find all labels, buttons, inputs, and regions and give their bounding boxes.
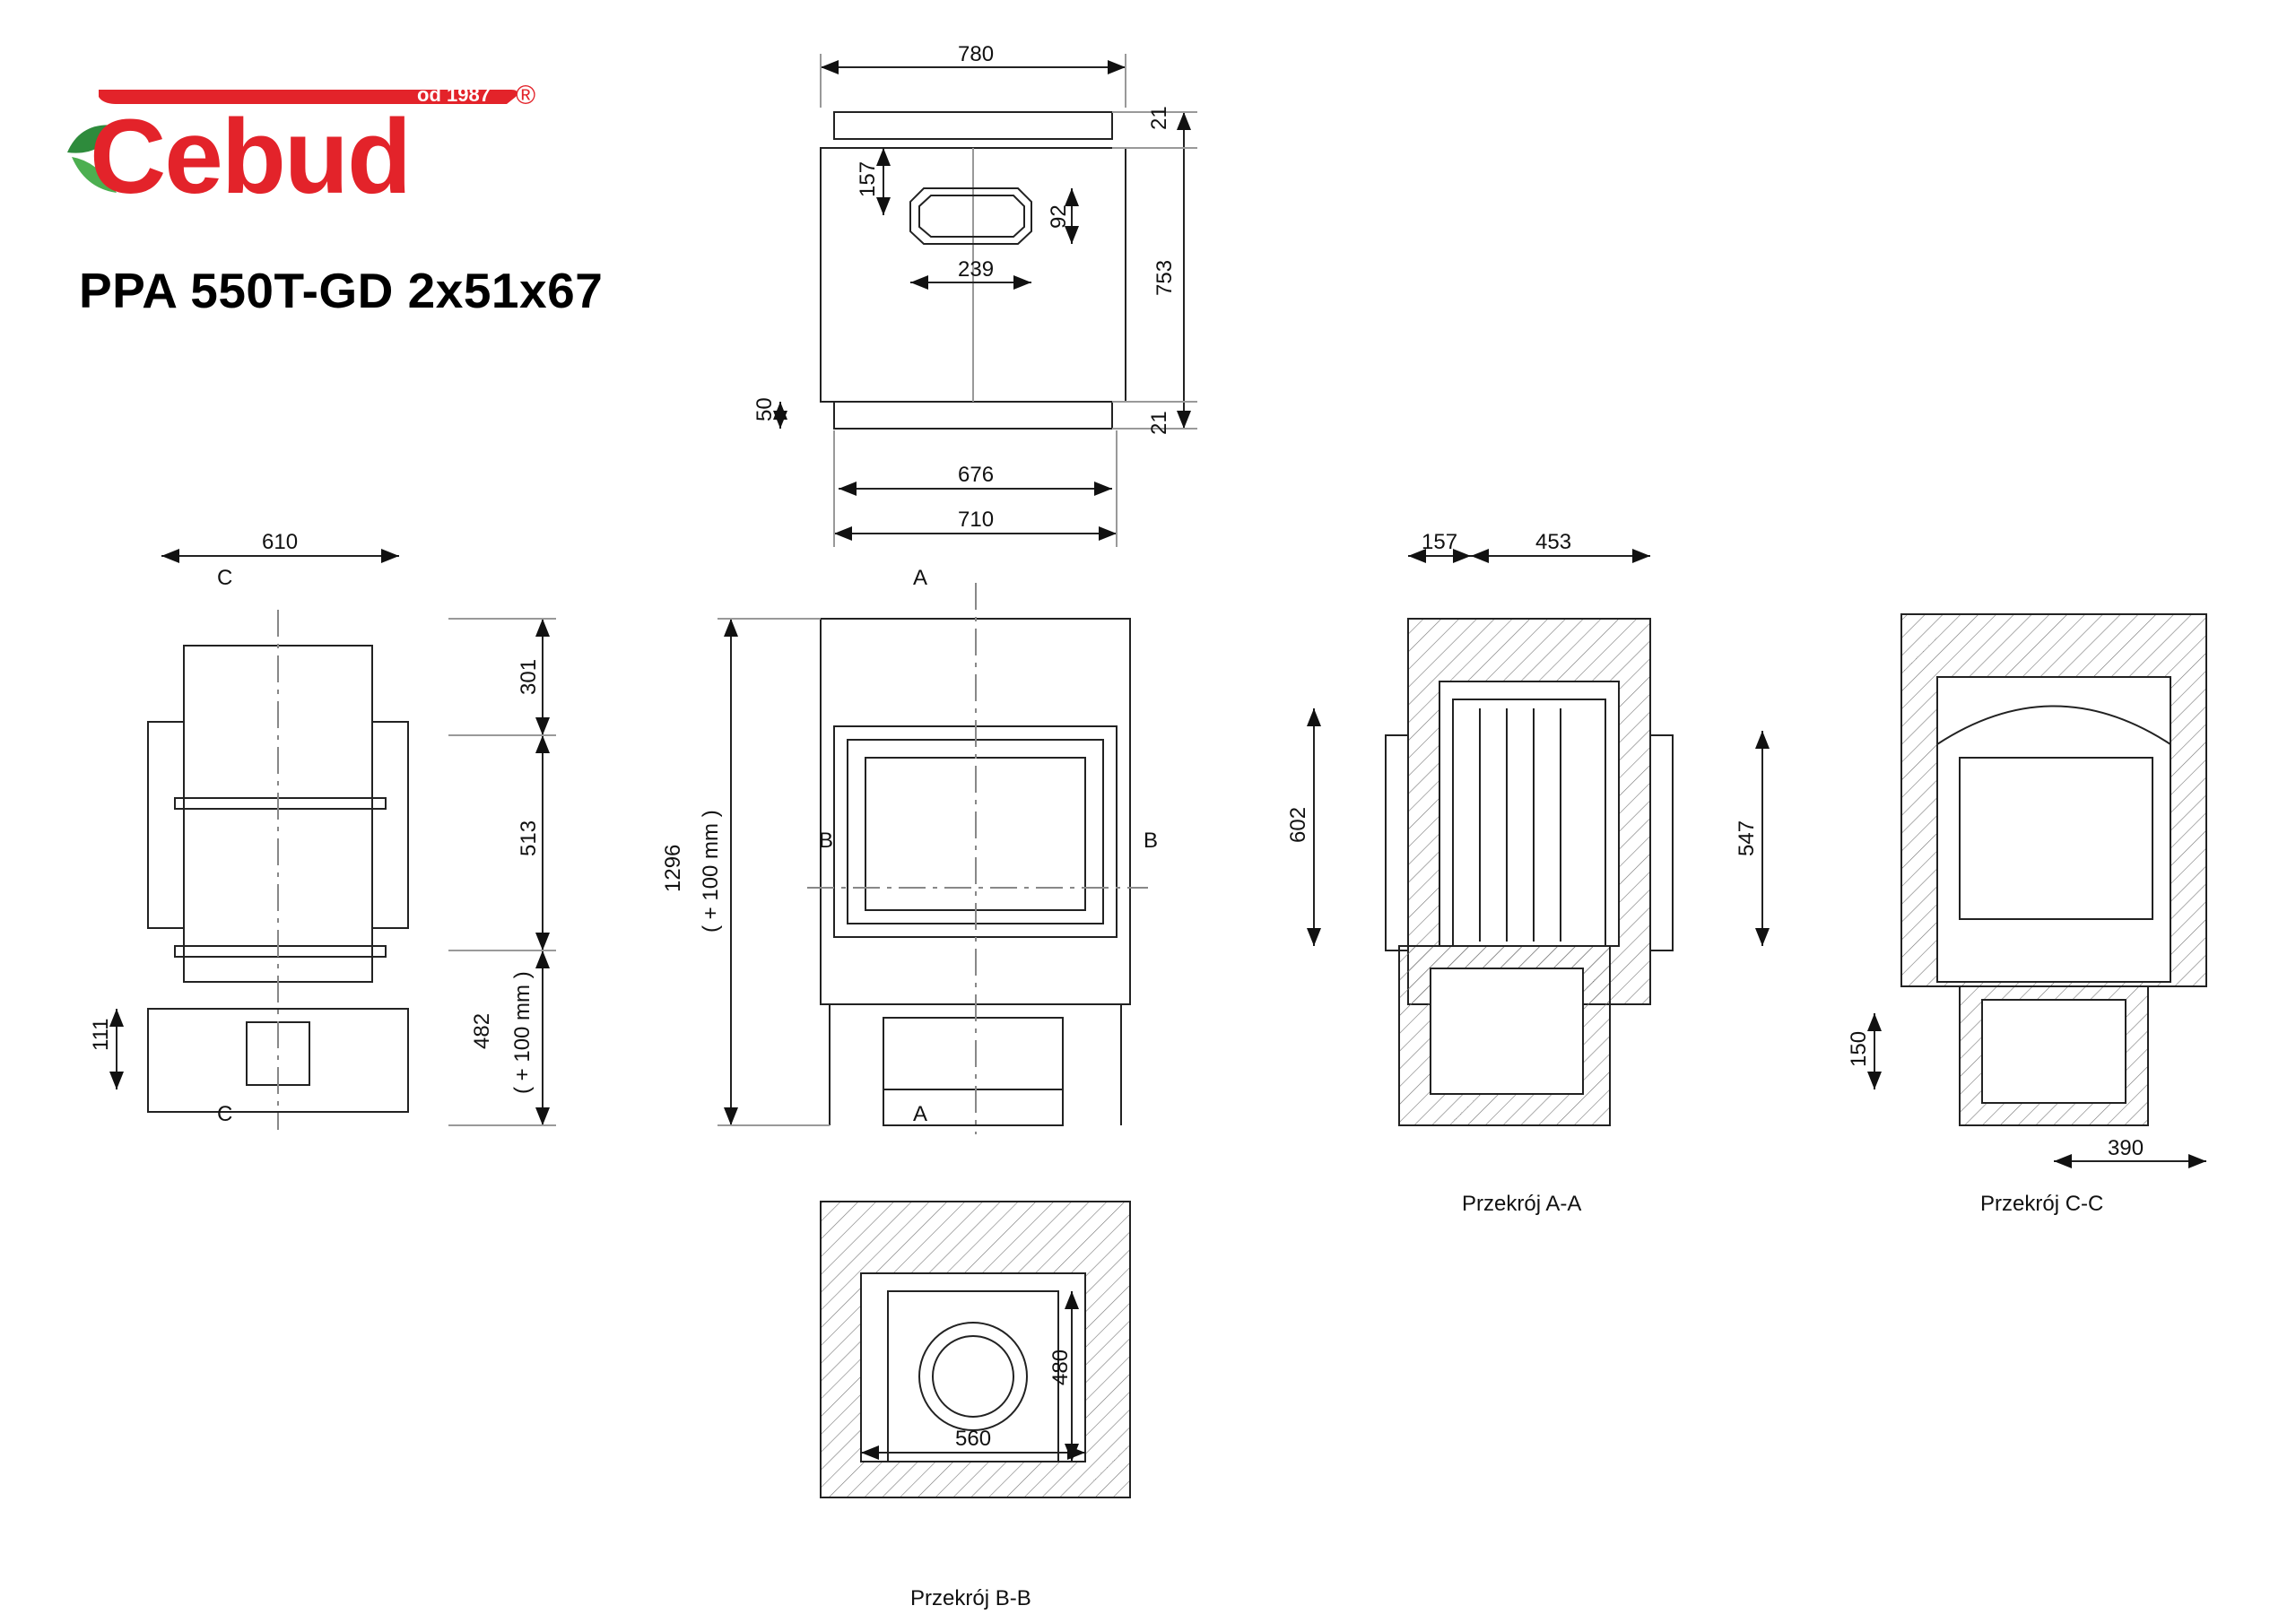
section-a-a	[1307, 549, 1770, 1126]
section-marker-b-left: B	[819, 829, 833, 853]
registered-mark: ®	[516, 81, 535, 110]
caption-section-cc: Przekrój C-C	[1980, 1192, 2103, 1216]
section-marker-b-right: B	[1144, 829, 1158, 853]
dim-cc-depth: 390	[2108, 1136, 2144, 1160]
dim-side-lower: 482	[470, 1013, 494, 1049]
dim-cc-inlet: 150	[1847, 1031, 1871, 1067]
dim-side-middle: 513	[517, 820, 541, 856]
dim-aa-right: 453	[1535, 530, 1571, 554]
dim-air-inlet: 111	[89, 1019, 113, 1051]
caption-section-aa: Przekrój A-A	[1462, 1192, 1581, 1216]
product-model: PPA 550T-GD 2x51x67	[79, 263, 604, 318]
dim-aa-glass-height: 547	[1735, 820, 1759, 856]
section-marker-a-bottom: A	[913, 1102, 927, 1126]
section-b-b	[820, 1201, 1131, 1498]
dim-top-flange: 21	[1147, 106, 1171, 130]
dim-aa-left: 157	[1422, 530, 1457, 554]
section-c-c	[1867, 613, 2207, 1168]
dim-base-offset: 50	[752, 397, 777, 421]
dim-total-note: ( + 100 mm )	[699, 810, 723, 933]
dim-total-height: 1296	[661, 845, 685, 892]
brand-wordmark: Cebud	[90, 98, 410, 215]
dim-outlet-offset: 157	[856, 161, 880, 197]
dim-bb-width: 560	[955, 1427, 991, 1451]
brand-logo: Cebud od 1987 ®	[63, 72, 565, 216]
dim-side-lower-note: ( + 100 mm )	[510, 971, 535, 1094]
dim-side-upper: 301	[517, 659, 541, 695]
side-view	[109, 549, 556, 1130]
section-marker-c-bottom: C	[217, 1102, 232, 1126]
leaf-icon	[67, 125, 117, 153]
dim-side-width: 610	[262, 530, 298, 554]
top-view	[773, 54, 1197, 547]
dim-aa-door-height: 602	[1286, 807, 1310, 843]
dim-outlet-width: 239	[958, 257, 994, 282]
dim-base-width: 710	[958, 508, 994, 532]
dim-overall-width: 780	[958, 42, 994, 66]
caption-section-bb: Przekrój B-B	[910, 1586, 1031, 1610]
dim-bottom-flange: 21	[1147, 411, 1171, 435]
cebud-logo-graphic: Cebud od 1987 ®	[67, 81, 535, 216]
dim-bb-depth: 480	[1048, 1350, 1073, 1385]
dim-inner-width: 676	[958, 463, 994, 487]
section-marker-a-top: A	[913, 566, 927, 590]
dim-height: 753	[1152, 260, 1177, 296]
brand-since: od 1987	[417, 83, 491, 106]
front-view	[718, 583, 1148, 1134]
dim-outlet-height: 92	[1047, 204, 1071, 229]
section-marker-c-top: C	[217, 566, 232, 590]
